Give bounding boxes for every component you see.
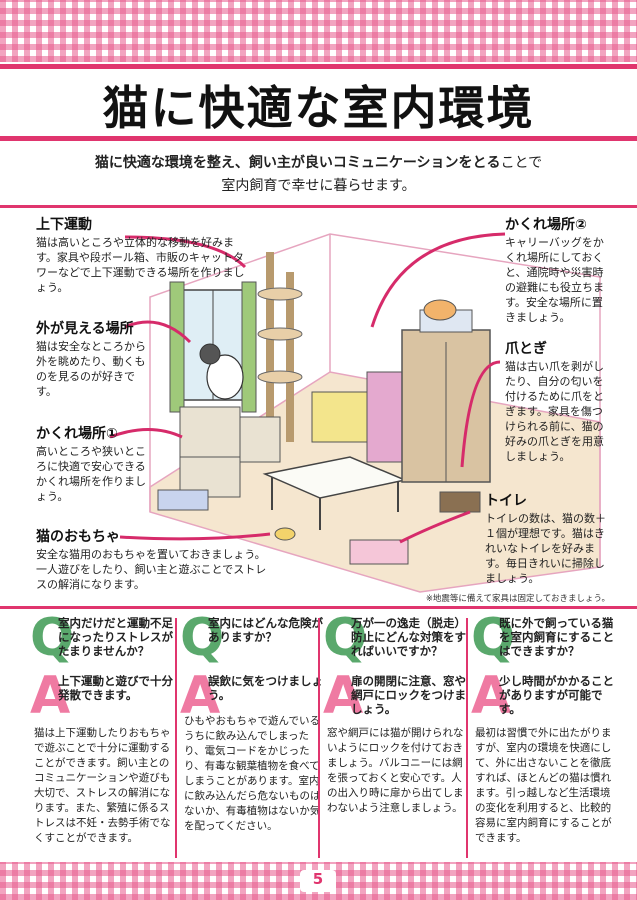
page-title: 猫に快適な室内環境 bbox=[102, 81, 535, 135]
title-top-rule bbox=[0, 64, 637, 69]
label-neko-no-omocha: 猫のおもちゃ 安全な猫用のおもちゃを置いておきましょう。一人遊びをしたり、飼い主… bbox=[36, 529, 267, 592]
room-illustration-area: 上下運動 猫は高いところや立体的な移動を好みます。家具や段ボール箱、市販のキャッ… bbox=[0, 212, 637, 605]
a-mark: A bbox=[180, 666, 221, 726]
intro-line2: 室内飼育で幸せに暮らせます。 bbox=[221, 178, 416, 194]
litter-box bbox=[349, 539, 409, 565]
curtain-left bbox=[169, 281, 185, 413]
qa-top-rule bbox=[0, 606, 637, 609]
footnote: ※地震等に備えて家具は固定しておきましょう。 bbox=[425, 594, 610, 604]
room-illustration bbox=[109, 232, 601, 593]
hiding-box bbox=[179, 406, 241, 458]
qa-item: Q 室内だけだと運動不足になったりストレスがたまりませんか？ A 上下運動と遊び… bbox=[30, 610, 178, 860]
hiding-box bbox=[239, 416, 281, 463]
intro-tail: ことで bbox=[500, 155, 543, 171]
label-soto-ga-mieru: 外が見える場所 猫は安全なところから外を眺めたり、動くものを見るのが好きです。 bbox=[36, 321, 146, 399]
answer-heading: 上下運動と遊びで十分発散できます。 bbox=[58, 674, 173, 702]
label-kakure-basho-1: かくれ場所① 高いところや狭いところに快適で安心できるかくれ場所を作りましょう。 bbox=[36, 426, 146, 504]
a-mark: A bbox=[471, 666, 512, 726]
qa-item: Q 既に外で飼っている猫を室内飼育にすることはできますか？ A 少し時間がかかる… bbox=[471, 610, 619, 860]
q-mark: Q bbox=[180, 608, 225, 668]
qa-item: Q 万が一の逸走（脱走）防止にどんな対策をすればいいですか？ A 扉の開閉に注意… bbox=[323, 610, 471, 860]
answer-body: 猫は上下運動したりおもちゃで遊ぶことで十分に運動することができます。飼い主とのコ… bbox=[34, 727, 171, 844]
toy-mouse bbox=[274, 527, 296, 541]
figure-top-rule bbox=[0, 205, 637, 208]
label-toilet: トイレ トイレの数は、猫の数＋１個が理想です。猫はきれいなトイレを好みます。毎日… bbox=[485, 493, 606, 586]
qa-divider bbox=[466, 618, 468, 858]
cat-carrier bbox=[423, 299, 457, 321]
qa-divider bbox=[318, 618, 320, 858]
cat-window-head bbox=[199, 343, 221, 365]
curtain-right bbox=[241, 281, 257, 413]
cat-tower-shelf bbox=[257, 370, 303, 384]
cat-window bbox=[206, 354, 244, 400]
litter-box bbox=[157, 489, 209, 511]
answer-heading: 扉の開閉に注意、窓や網戸にロックをつけましょう。 bbox=[351, 674, 466, 716]
question-text: 既に外で飼っている猫を室内飼育にすることはできますか？ bbox=[499, 616, 615, 658]
answer-body: 窓や網戸には猫が開けられないようにロックを付けておきましょう。バルコニーには網を… bbox=[327, 727, 464, 814]
q-mark: Q bbox=[323, 608, 368, 668]
intro-text: 猫に快適な環境を整え、飼い主が良いコミュニケーションをとることで 室内飼育で幸せ… bbox=[0, 152, 637, 198]
cat-tower-shelf bbox=[257, 327, 303, 341]
cat-tower-shelf bbox=[257, 287, 303, 301]
gingham-header-band bbox=[0, 0, 637, 62]
pointer-arrows bbox=[109, 232, 506, 544]
qa-section: Q 室内だけだと運動不足になったりストレスがたまりませんか？ A 上下運動と遊び… bbox=[0, 610, 637, 860]
title-bottom-rule bbox=[0, 136, 637, 141]
answer-heading: 誤飲に気をつけましょう。 bbox=[208, 674, 323, 702]
cube-shelf bbox=[311, 391, 368, 443]
q-mark: Q bbox=[471, 608, 516, 668]
scratcher bbox=[439, 491, 481, 513]
answer-body: ひもやおもちゃで遊んでいるうちに飲み込んでしまったり、電気コードをかじったり、有… bbox=[184, 715, 321, 832]
answer-body: 最初は習慣で外に出たがりますが、室内の環境を快適にして、外に出さないことを徹底す… bbox=[475, 727, 612, 844]
label-kakure-basho-2: かくれ場所② キャリーバッグをかくれ場所にしておくと、通院時や災害時の避難にも役… bbox=[505, 217, 604, 325]
intro-bold: 猫に快適な環境を整え、飼い主が良いコミュニケーションをとる bbox=[94, 155, 501, 171]
q-mark: Q bbox=[30, 608, 75, 668]
question-text: 万が一の逸走（脱走）防止にどんな対策をすればいいですか？ bbox=[351, 616, 466, 658]
label-jouge-undou: 上下運動 猫は高いところや立体的な移動を好みます。家具や段ボール箱、市販のキャッ… bbox=[36, 217, 245, 295]
a-mark: A bbox=[30, 666, 71, 726]
question-text: 室内にはどんな危険がありますか？ bbox=[208, 616, 323, 644]
answer-heading: 少し時間がかかることがありますが可能です。 bbox=[499, 674, 614, 716]
cube-shelf bbox=[366, 371, 403, 463]
qa-divider bbox=[175, 618, 177, 858]
label-tsumetogi: 爪とぎ 猫は古い爪を剥がしたり、自分の匂いを付けるために爪をとぎます。家具を傷つ… bbox=[505, 341, 604, 464]
a-mark: A bbox=[323, 666, 364, 726]
qa-item: Q 室内にはどんな危険がありますか？ A 誤飲に気をつけましょう。 ひもやおもち… bbox=[180, 610, 328, 860]
question-text: 室内だけだと運動不足になったりストレスがたまりませんか？ bbox=[58, 616, 173, 658]
page-number: 5 bbox=[300, 870, 336, 892]
